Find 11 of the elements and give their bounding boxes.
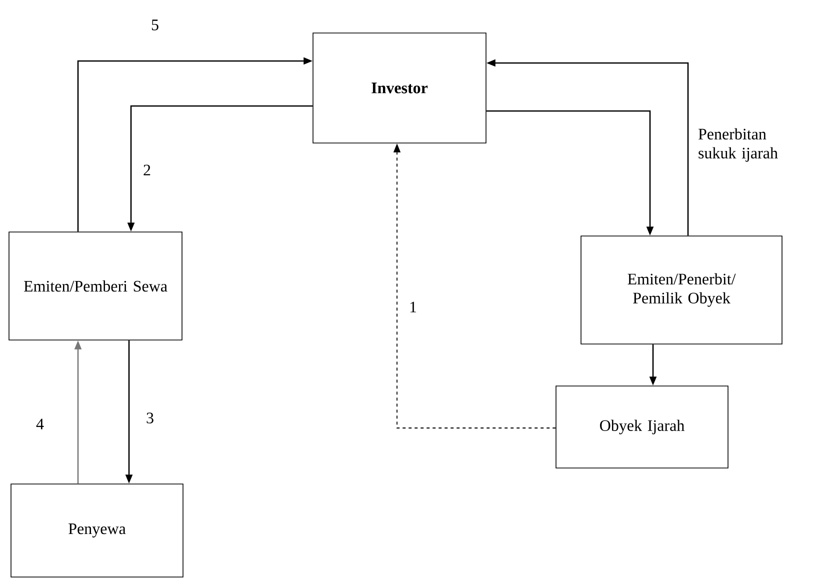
edge-label: 2 xyxy=(144,164,150,176)
process-box: Obyek Ijarah xyxy=(556,386,728,468)
edge-label: 1 xyxy=(410,302,416,312)
edge-label: 4 xyxy=(36,418,44,430)
edge-label: 3 xyxy=(146,412,154,424)
process-box: Emiten/Pemberi Sewa xyxy=(8,232,182,340)
edge-label: Penerbitan sukuk ijarah xyxy=(698,128,778,162)
process-box: Investor xyxy=(312,32,486,144)
process-box: Penyewa xyxy=(10,484,184,578)
edge-label: 5 xyxy=(152,20,158,30)
process-box: Emiten/Penerbit/ Pemilik Obyek xyxy=(580,236,782,344)
